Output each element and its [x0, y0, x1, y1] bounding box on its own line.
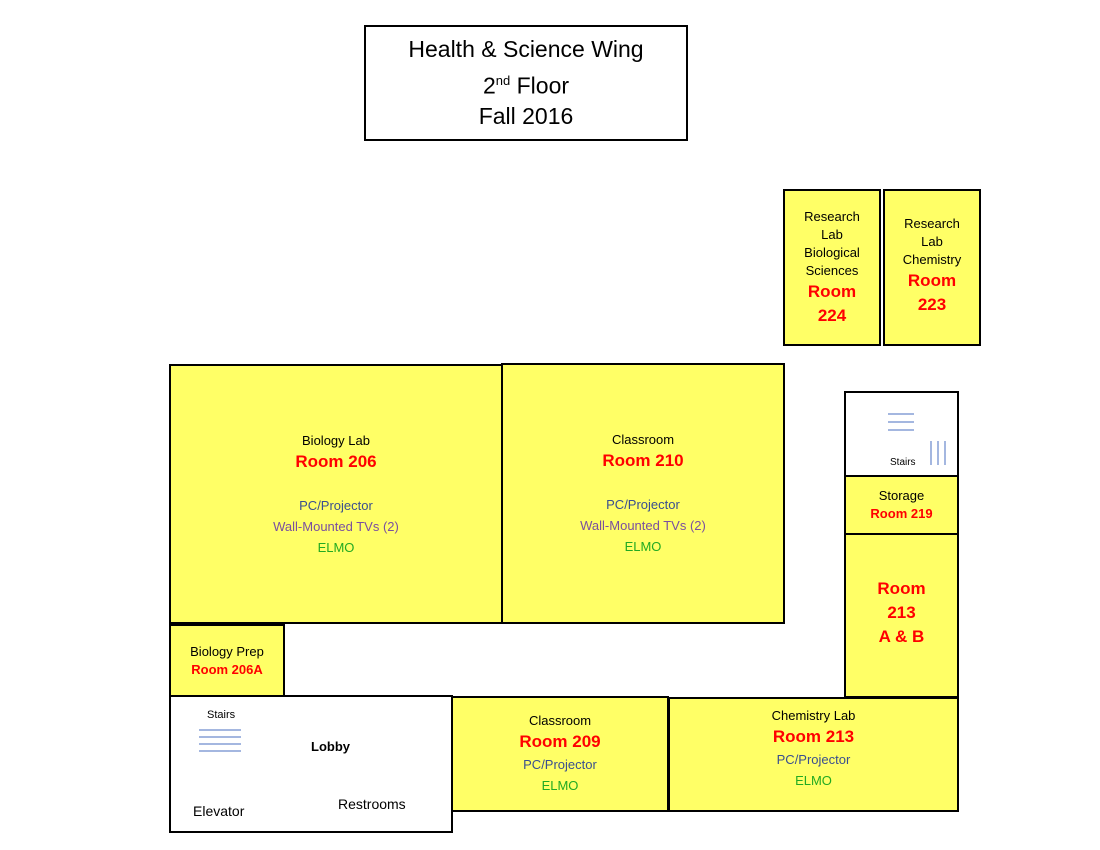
room-209-text: Classroom Room 209 PC/Projector ELMO [453, 712, 667, 796]
room-213[interactable]: Chemistry Lab Room 213 PC/Projector ELMO [668, 697, 959, 812]
room-223-label-3: Chemistry [902, 252, 962, 267]
room-209-number: Room 209 [519, 732, 601, 751]
lobby[interactable]: Stairs Lobby Elevator Restrooms [169, 695, 453, 833]
room-209-elmo: ELMO [541, 778, 579, 793]
room-223[interactable]: Research Lab Chemistry Room 223 [883, 189, 981, 346]
room-206-projector: PC/Projector [299, 498, 373, 513]
room-206a[interactable]: Biology Prep Room 206A [169, 624, 285, 697]
room-210-text: Classroom Room 210 PC/Projector Wall-Mou… [503, 431, 783, 557]
room-213ab-number-2: 213 [887, 603, 916, 622]
term-title: Fall 2016 [478, 103, 574, 130]
room-224-number-1: Room [807, 281, 857, 301]
floor-title: 2nd Floor [482, 72, 570, 99]
room-209-projector: PC/Projector [523, 757, 597, 772]
room-213ab-number-3: A & B [878, 627, 925, 646]
room-210-label: Classroom [611, 432, 675, 447]
room-206a-number: Room 206A [191, 661, 263, 677]
room-206a-label: Biology Prep [190, 643, 264, 659]
room-223-number-2: 223 [917, 295, 947, 314]
room-224-label-1: Research [804, 208, 860, 224]
room-210-tvs: Wall-Mounted TVs (2) [580, 518, 706, 533]
room-206-number: Room 206 [295, 452, 377, 471]
room-219[interactable]: Storage Room 219 [844, 475, 959, 535]
room-210-projector: PC/Projector [606, 497, 680, 512]
restrooms-label: Restrooms [338, 796, 406, 812]
stairs-right-icon [888, 413, 946, 465]
room-219-number: Room 219 [870, 506, 933, 521]
room-223-label-2: Lab [921, 234, 943, 249]
room-209[interactable]: Classroom Room 209 PC/Projector ELMO [451, 696, 669, 812]
room-210[interactable]: Classroom Room 210 PC/Projector Wall-Mou… [501, 363, 785, 624]
room-206-elmo: ELMO [317, 540, 355, 555]
lobby-label: Lobby [311, 739, 350, 754]
room-224-label-4: Sciences [805, 262, 859, 278]
room-213-text: Chemistry Lab Room 213 PC/Projector ELMO [670, 707, 957, 791]
room-213-projector: PC/Projector [776, 752, 851, 767]
room-223-number-1: Room [907, 271, 957, 290]
room-209-label: Classroom [528, 713, 592, 728]
room-224-label-3: Biological [804, 244, 860, 260]
elevator-label: Elevator [193, 803, 245, 819]
room-224-label-2: Lab [821, 226, 843, 242]
room-210-elmo: ELMO [624, 539, 662, 554]
room-206-text: Biology Lab Room 206 PC/Projector Wall-M… [171, 432, 501, 558]
room-224-number-2: 224 [817, 305, 847, 325]
lobby-stairs-label: Stairs [207, 709, 236, 721]
stairs-right-label: Stairs [890, 457, 916, 468]
room-213ab[interactable]: Room 213 A & B [844, 533, 959, 698]
lobby-stairs-icon [199, 729, 241, 752]
stairs-right: Stairs [844, 391, 959, 477]
room-206-label: Biology Lab [302, 433, 370, 448]
room-213-elmo: ELMO [795, 773, 832, 788]
room-213-label: Chemistry Lab [771, 708, 856, 723]
title-box: Health & Science Wing 2nd Floor Fall 201… [364, 25, 688, 141]
room-213-number: Room 213 [772, 727, 855, 746]
room-213ab-number-1: Room [877, 579, 926, 598]
room-210-number: Room 210 [602, 451, 684, 470]
room-206[interactable]: Biology Lab Room 206 PC/Projector Wall-M… [169, 364, 503, 624]
room-223-label-1: Research [904, 216, 960, 231]
room-224[interactable]: Research Lab Biological Sciences Room 22… [783, 189, 881, 346]
room-219-label: Storage [878, 488, 925, 503]
room-206-tvs: Wall-Mounted TVs (2) [273, 519, 399, 534]
wing-title: Health & Science Wing [408, 35, 644, 62]
